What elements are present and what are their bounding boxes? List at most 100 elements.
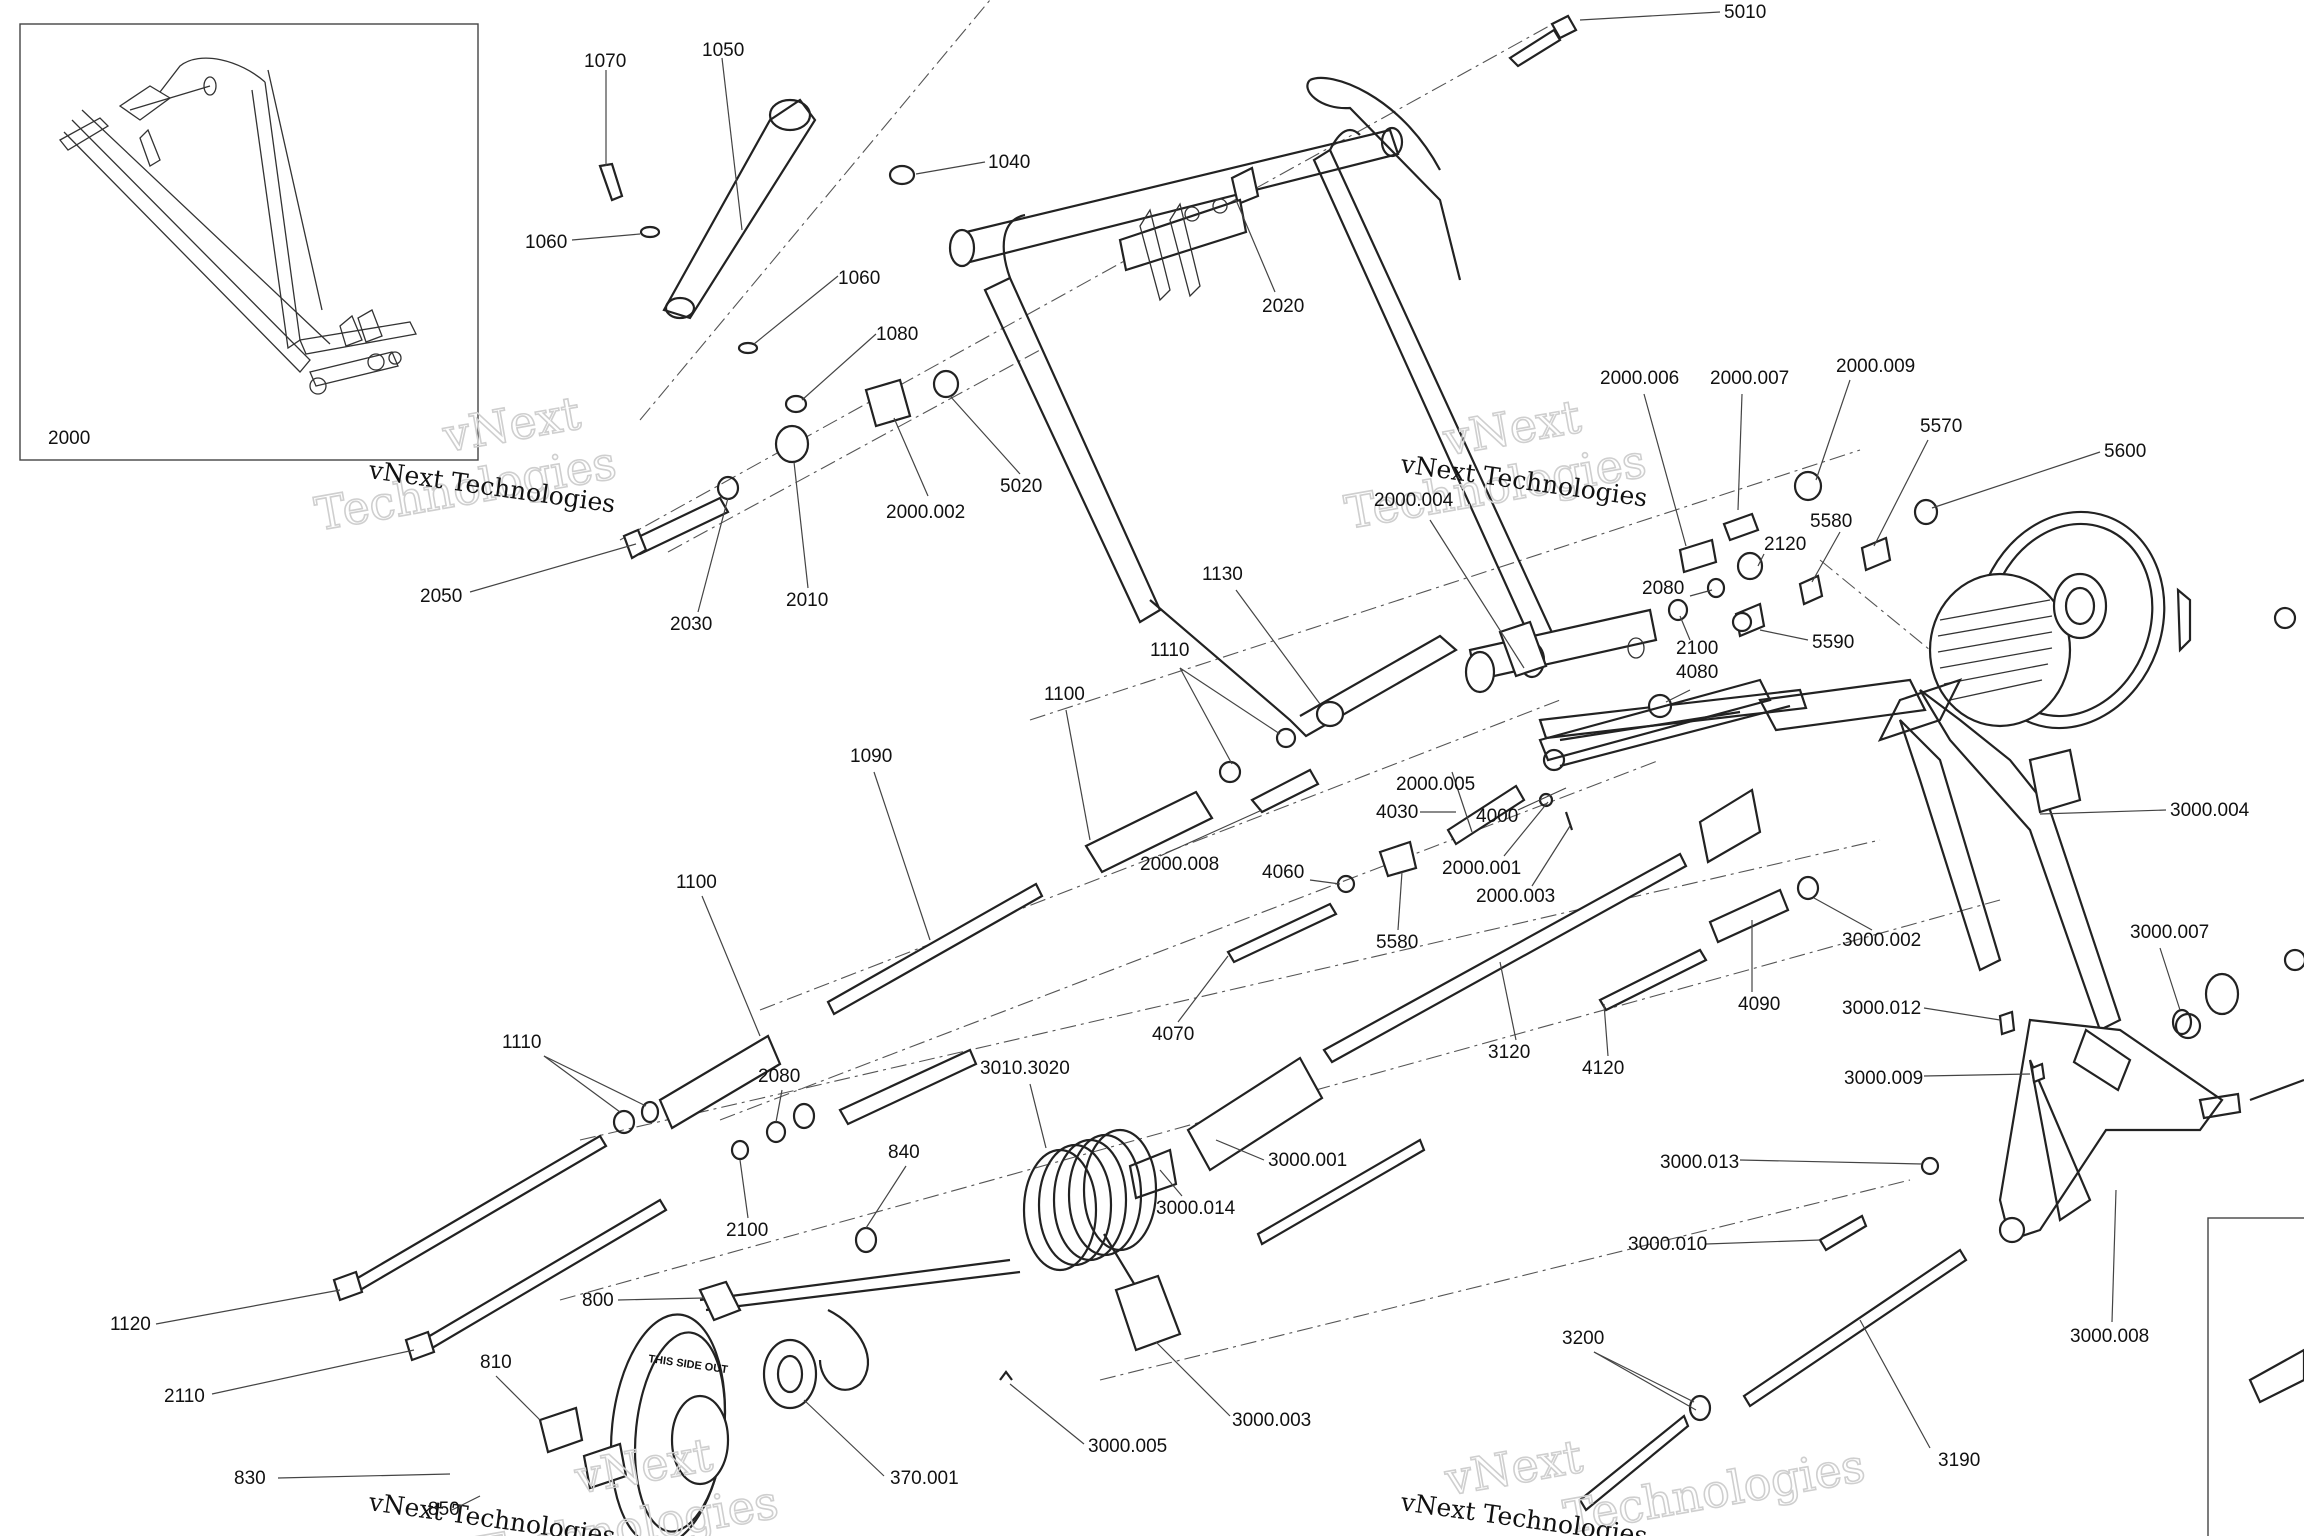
callout-leader: [701, 895, 761, 1037]
callout-5010: 5010: [1579, 2, 1766, 23]
callout-leader: [1593, 1351, 1697, 1411]
callout-leader: [1159, 1169, 1183, 1197]
callout-leader: [1517, 787, 1567, 811]
callout-4070: 4070: [1152, 955, 1229, 1045]
callout-4000: 4000: [1476, 787, 1567, 827]
inset-assembly-2000: 2000: [19, 23, 479, 461]
callout-1060a: 1060: [525, 232, 641, 253]
callout-leader: [571, 233, 641, 241]
callout-label: 3000.008: [2070, 1326, 2149, 1347]
callout-leader: [469, 543, 637, 593]
callout-3000.007: 3000.007: [2130, 922, 2209, 1011]
callout-3010.3020: 3010.3020: [980, 1058, 1070, 1149]
callout-1100b: 1100: [676, 872, 761, 1037]
callout-label: 810: [480, 1352, 512, 1373]
callout-2000.003: 2000.003: [1476, 825, 1571, 907]
callout-leader: [739, 1159, 749, 1219]
callout-leader: [865, 1165, 907, 1229]
callout-label: 1060: [525, 232, 567, 253]
callout-label: 2000.005: [1396, 774, 1475, 795]
callout-leader: [1235, 199, 1276, 293]
callout-leader: [1215, 1139, 1265, 1161]
callout-leader: [543, 1055, 647, 1107]
callout-label: 2020: [1262, 296, 1304, 317]
center-lines: [559, 0, 2001, 1381]
callout-3000.012: 3000.012: [1842, 998, 2001, 1021]
callout-label: 3000.013: [1660, 1152, 1739, 1173]
callout-leader: [1179, 667, 1233, 765]
callout-leader: [1815, 379, 1851, 481]
callout-label: 5580: [1810, 511, 1852, 532]
callout-label: 1110: [1150, 640, 1189, 661]
front-arm-3000: [1898, 689, 2242, 1244]
callout-leader: [1065, 709, 1091, 841]
callout-leader: [1643, 393, 1687, 547]
callout-leader: [1705, 1239, 1821, 1245]
callout-3000.009: 3000.009: [1844, 1068, 2031, 1089]
callout-3190: 3190: [1859, 1319, 1980, 1471]
callout-leader: [543, 1055, 621, 1113]
callout-5590: 5590: [1759, 629, 1854, 653]
callout-leader: [1859, 1319, 1931, 1449]
callout-850: 850: [428, 1495, 481, 1520]
rear-idler-wheel-assembly: [1758, 510, 2166, 742]
callout-leader: [1009, 1383, 1085, 1445]
callout-leader: [1593, 1351, 1695, 1403]
callout-label: 5010: [1724, 2, 1766, 23]
callout-leader: [697, 497, 729, 613]
callout-1080: 1080: [801, 324, 918, 401]
callout-label: 4030: [1376, 802, 1418, 823]
callout-label: 2000.008: [1140, 854, 1219, 875]
callout-leader: [1603, 1003, 1609, 1057]
callout-label: 1100: [676, 872, 717, 893]
callout-label: 3000.001: [1268, 1150, 1347, 1171]
callout-label: 3000.007: [2130, 922, 2209, 943]
callout-label: 2000.002: [886, 502, 965, 523]
callout-2120: 2120: [1757, 534, 1806, 567]
callout-label: 840: [888, 1142, 920, 1163]
callout-4060: 4060: [1262, 862, 1341, 885]
callout-5580a: 5580: [1810, 511, 1852, 583]
callout-label: 2000.006: [1600, 368, 1679, 389]
callout-label: 4060: [1262, 862, 1304, 883]
callout-leader: [1451, 771, 1473, 833]
callout-label: 1130: [1202, 564, 1243, 585]
callout-label: 3120: [1488, 1042, 1530, 1063]
callout-3000.010: 3000.010: [1628, 1234, 1821, 1255]
watermark-group: vNext Technologies vNext Technologies vN…: [310, 385, 1870, 1536]
callout-leader: [1531, 825, 1571, 887]
callout-leader: [793, 461, 809, 589]
callout-label: 2030: [670, 614, 712, 635]
callout-leader: [155, 1289, 341, 1325]
callout-label: 2100: [726, 1220, 768, 1241]
callout-label: 1100: [1044, 684, 1085, 705]
callout-2000.007: 2000.007: [1710, 368, 1789, 511]
callout-leader: [873, 771, 931, 941]
callout-leader: [915, 161, 986, 175]
callout-leader: [1923, 1073, 2031, 1077]
callout-1090: 1090: [850, 746, 931, 941]
inset-label: 2000: [48, 428, 90, 449]
callout-1060b: 1060: [753, 268, 880, 345]
callout-label: 2000.004: [1374, 490, 1454, 511]
callout-3120: 3120: [1488, 961, 1530, 1063]
callout-leader: [1309, 879, 1341, 885]
callout-label: 1080: [876, 324, 918, 345]
callout-leader: [1579, 11, 1721, 21]
callout-leader: [775, 1089, 783, 1123]
callout-leader: [211, 1349, 415, 1395]
callout-2000.004: 2000.004: [1374, 490, 1525, 669]
callout-label: 3000.010: [1628, 1234, 1707, 1255]
callout-leader: [1739, 1159, 1923, 1165]
callout-3200: 3200: [1562, 1328, 1697, 1411]
callout-leader: [2111, 1189, 2117, 1323]
callout-label: 3000.014: [1156, 1198, 1236, 1219]
callout-1130: 1130: [1202, 564, 1321, 705]
callout-2100b: 2100: [726, 1159, 768, 1241]
callout-2030: 2030: [670, 497, 729, 635]
callout-label: 3200: [1562, 1328, 1604, 1349]
callout-1100a: 1100: [1044, 684, 1091, 841]
callout-label: 5580: [1376, 932, 1418, 953]
callout-label: 850: [428, 1499, 460, 1520]
callout-label: 4090: [1738, 994, 1780, 1015]
